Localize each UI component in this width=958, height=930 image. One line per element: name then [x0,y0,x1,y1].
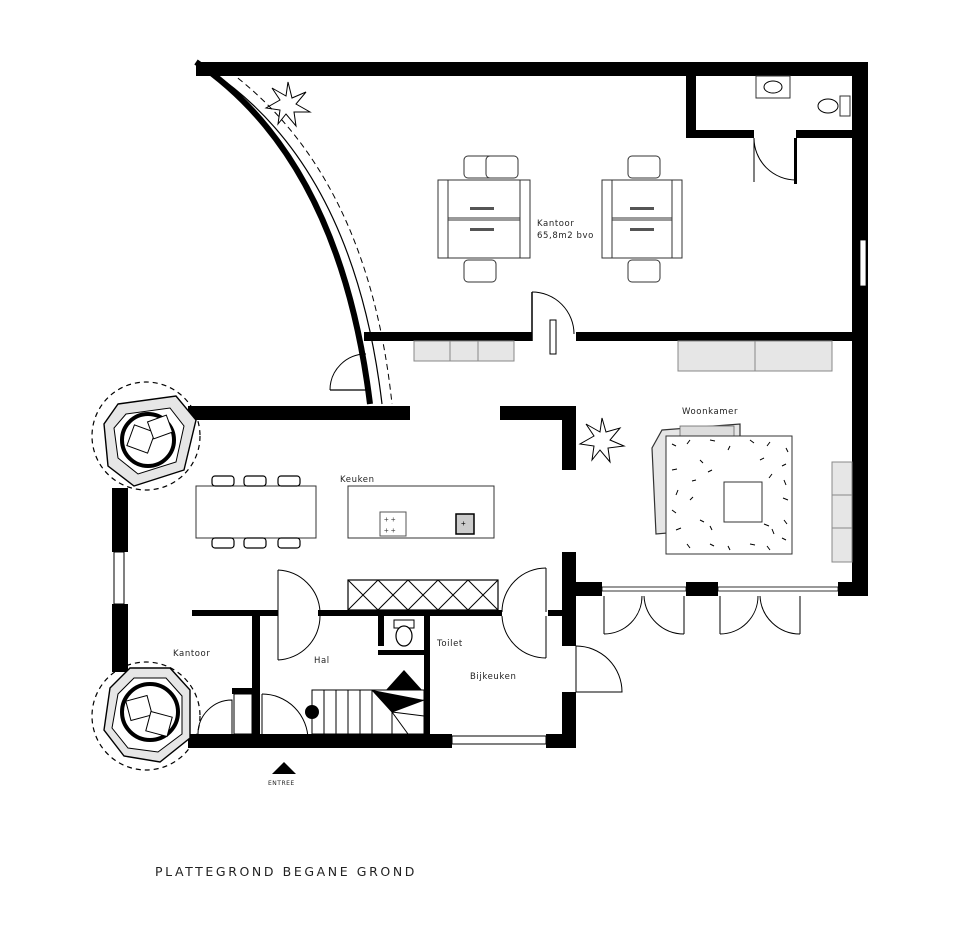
entrance-marker [272,762,296,774]
svg-text:+ +: + + [384,526,396,535]
toilet-icon [393,619,415,647]
plant-icon [578,417,626,464]
room-label-keuken: Keuken [340,475,375,485]
toilet-block-top [686,75,852,184]
desk-cluster-right [601,155,683,283]
inner-doors [197,567,623,742]
room-label-kantoor-small: Kantoor [173,649,210,659]
plant-icon [264,81,312,128]
svg-text:+: + [461,519,466,528]
room-label-toilet: Toilet [436,639,463,649]
sofa-and-rug [651,423,793,555]
plan-title: PLATTEGROND BEGANE GROND [155,864,417,879]
kitchen-island: + + + + + [347,485,495,539]
room-label-kantoor: Kantoor [537,219,574,229]
room-label-woonkamer: Woonkamer [682,407,738,417]
dining-table [195,475,317,549]
staircase [305,670,425,735]
room-label-bijkeuken: Bijkeuken [470,672,516,682]
left-wing-walls [112,406,576,748]
room-area-kantoor: 65,8m2 bvo [537,231,594,241]
divider-wall [364,291,852,355]
office-desks [437,155,683,283]
cabinets [413,340,853,563]
exterior-walls [196,62,868,596]
svg-text:+ +: + + [384,515,396,524]
kitchen-cabinets [347,579,499,611]
bay-tower-bottom [91,661,201,771]
room-label-hal: Hal [314,656,330,666]
curved-facade [194,59,393,405]
rug-pattern [671,439,789,551]
entrance-label: ENTREE [268,780,295,787]
desk-cluster-left [437,155,531,283]
french-doors [601,586,839,635]
bay-tower-top [91,381,201,491]
side-door-curve [329,353,367,391]
